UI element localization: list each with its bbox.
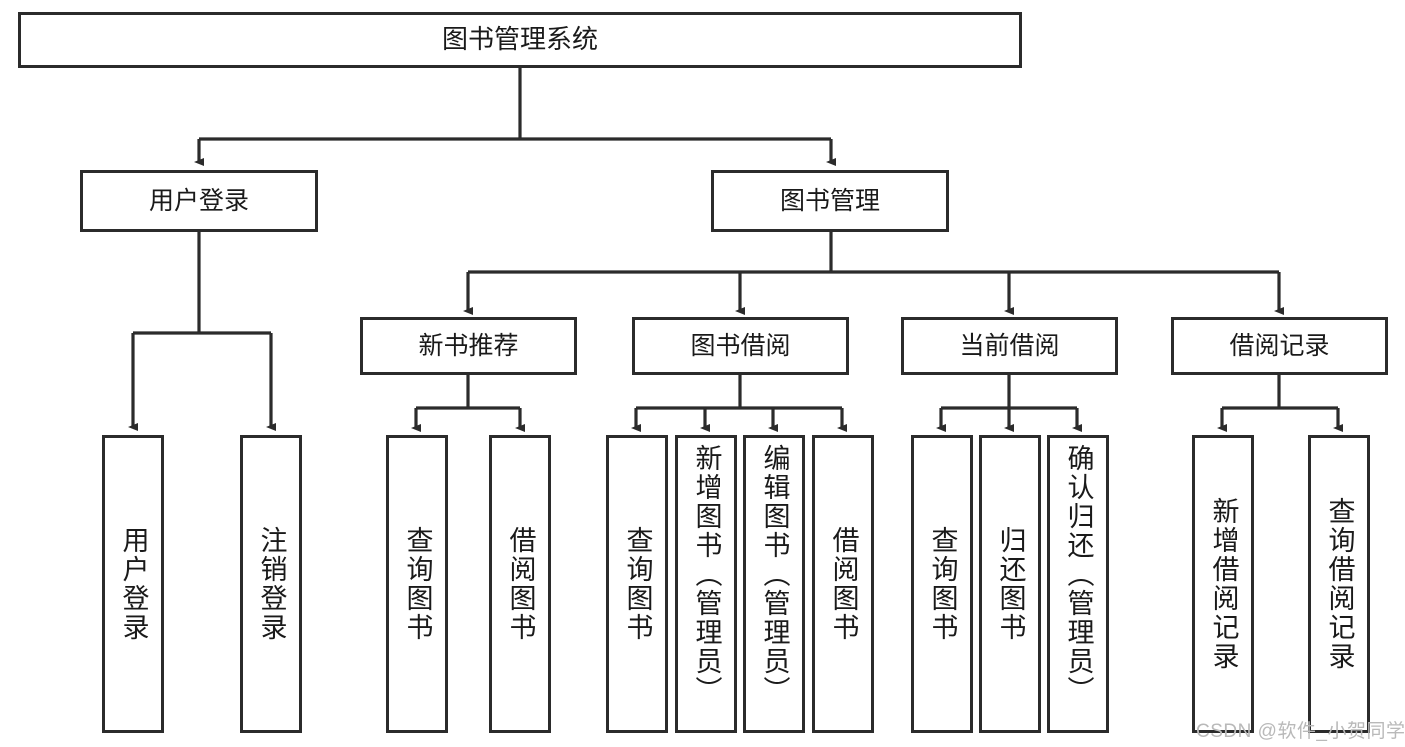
node-label: 注销登录: [256, 526, 287, 642]
csdn-watermark: CSDN @软件_小贺同学: [1196, 716, 1405, 743]
leaf-add-book-admin[interactable]: 新增图书（管理员）: [675, 435, 737, 733]
leaf-add-borrow-record[interactable]: 新增借阅记录: [1192, 435, 1254, 733]
node-label: 新增图书（管理员）: [691, 444, 722, 705]
leaf-user-login[interactable]: 用户登录: [102, 435, 164, 733]
node-label: 查询图书: [927, 526, 958, 642]
node-current-borrow[interactable]: 当前借阅: [901, 317, 1118, 375]
node-borrow-record[interactable]: 借阅记录: [1171, 317, 1388, 375]
leaf-query-book-bb[interactable]: 查询图书: [606, 435, 668, 733]
node-label: 查询图书: [622, 526, 653, 642]
node-label: 借阅图书: [828, 526, 859, 642]
node-label: 当前借阅: [959, 332, 1060, 360]
node-user-login[interactable]: 用户登录: [80, 170, 318, 232]
leaf-return-book[interactable]: 归还图书: [979, 435, 1041, 733]
node-new-book-recommend[interactable]: 新书推荐: [360, 317, 577, 375]
leaf-edit-book-admin[interactable]: 编辑图书（管理员）: [743, 435, 805, 733]
node-book-management[interactable]: 图书管理: [711, 170, 949, 232]
node-label: 编辑图书（管理员）: [759, 444, 790, 705]
node-label: 图书管理系统: [441, 24, 598, 55]
leaf-borrow-book-nb[interactable]: 借阅图书: [489, 435, 551, 733]
node-label: 确认归还（管理员）: [1063, 444, 1094, 705]
node-label: 借阅图书: [505, 526, 536, 642]
node-label: 查询图书: [402, 526, 433, 642]
node-label: 新书推荐: [418, 332, 519, 360]
node-label: 查询借阅记录: [1324, 497, 1355, 671]
node-label: 新增借阅记录: [1208, 497, 1239, 671]
leaf-logout[interactable]: 注销登录: [240, 435, 302, 733]
node-label: 借阅记录: [1229, 332, 1330, 360]
node-book-borrow[interactable]: 图书借阅: [632, 317, 849, 375]
leaf-query-book-nb[interactable]: 查询图书: [386, 435, 448, 733]
node-label: 用户登录: [118, 526, 149, 642]
node-root-book-management-system[interactable]: 图书管理系统: [18, 12, 1022, 68]
leaf-query-borrow-record[interactable]: 查询借阅记录: [1308, 435, 1370, 733]
node-label: 用户登录: [148, 187, 249, 215]
node-label: 图书借阅: [690, 332, 791, 360]
leaf-borrow-book-bb[interactable]: 借阅图书: [812, 435, 874, 733]
watermark-text: CSDN @软件_小贺同学: [1196, 721, 1405, 742]
node-label: 归还图书: [995, 526, 1026, 642]
node-label: 图书管理: [779, 187, 880, 215]
leaf-query-book-cb[interactable]: 查询图书: [911, 435, 973, 733]
leaf-confirm-return-admin[interactable]: 确认归还（管理员）: [1047, 435, 1109, 733]
